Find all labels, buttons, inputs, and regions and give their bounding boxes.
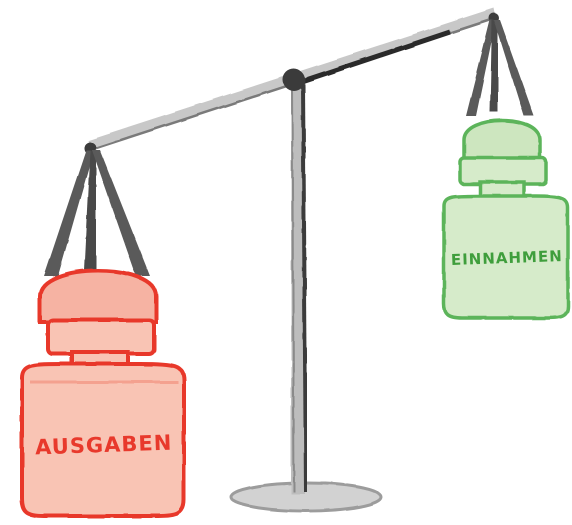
left-weight-label: AUSGABEN — [35, 431, 173, 460]
scale-pivot — [283, 69, 305, 91]
left-weight — [22, 271, 184, 517]
right-hanger — [466, 13, 534, 116]
scale-post — [291, 82, 306, 494]
right-weight — [444, 121, 568, 319]
left-hanger — [44, 142, 150, 276]
